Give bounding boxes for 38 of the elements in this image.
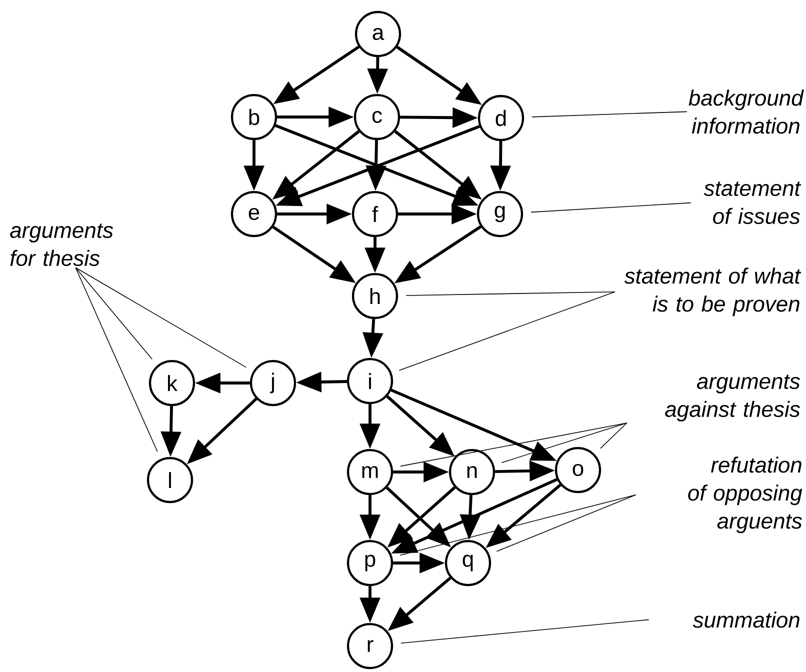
leader-line xyxy=(501,422,628,464)
annotation-text: refutation of opposing arguents xyxy=(688,456,802,534)
circle-node: f xyxy=(352,190,398,238)
circle-node: d xyxy=(478,94,524,142)
leader-line xyxy=(400,422,628,467)
circle-node: e xyxy=(230,190,278,238)
leader-line xyxy=(532,111,688,118)
leader-line xyxy=(496,494,636,552)
leader-line xyxy=(530,202,692,213)
circle-node: a xyxy=(354,10,402,58)
circle-node: i xyxy=(346,358,394,404)
circle-node: n xyxy=(448,448,496,496)
leader-line xyxy=(400,494,636,556)
leader-line xyxy=(406,291,616,296)
annotation-text: summation xyxy=(692,612,800,628)
circle-node: g xyxy=(476,190,524,238)
leader-line xyxy=(75,267,152,360)
circle-node: m xyxy=(346,448,394,496)
circle-node: c xyxy=(354,94,400,140)
leader-line xyxy=(75,267,158,452)
annotation-text: statement of issues xyxy=(704,182,802,224)
annotation-text: arguments for thesis xyxy=(10,224,114,266)
circle-node: b xyxy=(230,94,278,140)
annotation-text: statement of what is to be proven xyxy=(624,268,802,316)
leader-line xyxy=(400,619,650,644)
circle-node: k xyxy=(148,360,196,406)
circle-node: p xyxy=(346,540,394,586)
annotation-text: arguments against thesis xyxy=(665,374,800,422)
circle-node: l xyxy=(146,456,194,504)
leader-line xyxy=(398,291,616,371)
circle-node: q xyxy=(444,540,492,586)
leader-line xyxy=(600,422,628,449)
circle-node: h xyxy=(352,272,398,320)
circle-node: o xyxy=(554,446,602,494)
circle-node: r xyxy=(346,622,394,670)
annotation-text: background information xyxy=(688,90,804,134)
leader-line xyxy=(75,267,247,368)
circle-node: j xyxy=(250,360,296,406)
